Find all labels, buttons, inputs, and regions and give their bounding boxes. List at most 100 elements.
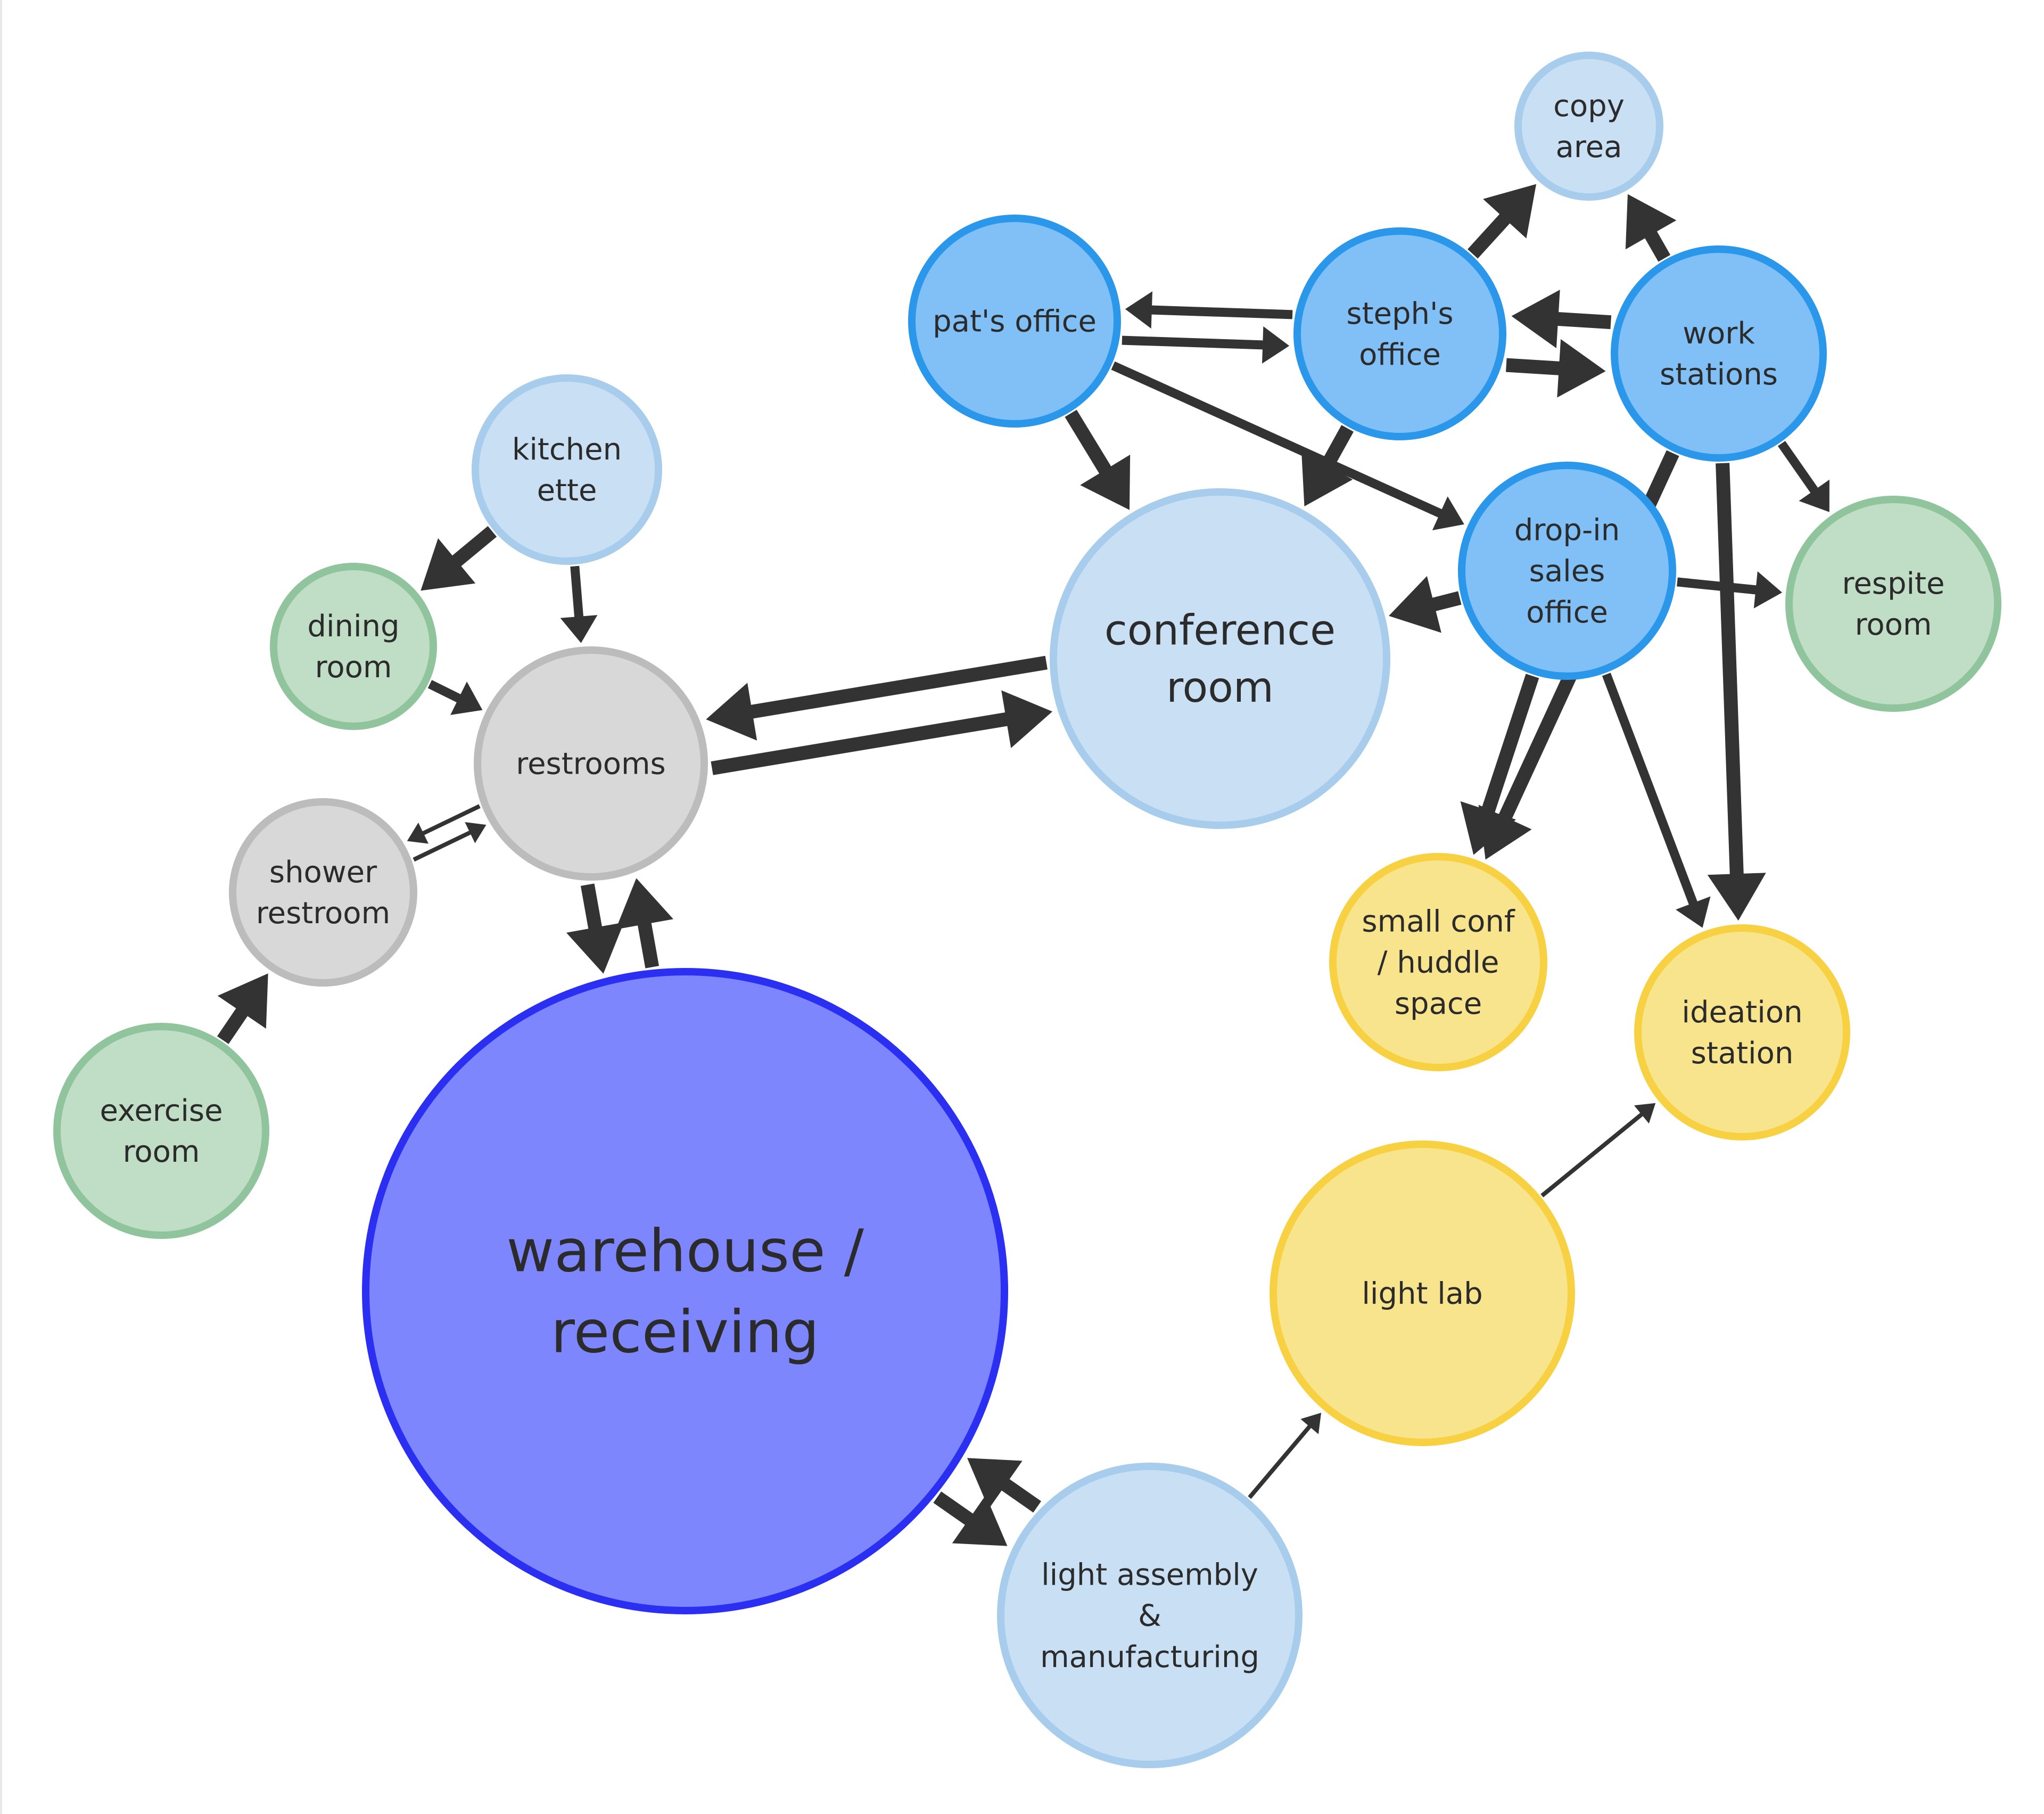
edge-shower-restroom-to-restrooms: [413, 822, 487, 862]
node-circle[interactable]: [270, 563, 437, 730]
node-circle[interactable]: [1514, 52, 1663, 201]
arrowhead: [1262, 326, 1290, 364]
node-light-assembly-manufacturing[interactable]: light assembly&manufacturing: [997, 1463, 1303, 1768]
arrowhead: [560, 615, 598, 643]
node-circle[interactable]: [1270, 1140, 1575, 1446]
node-circle[interactable]: [362, 968, 1008, 1614]
edges: [217, 184, 1829, 1546]
node-label: light lab: [1362, 1277, 1482, 1311]
edge-light-lab-to-ideation-station: [1540, 1103, 1656, 1197]
edge-restrooms-to-warehouse-receiving: [566, 883, 624, 974]
node-label: conference: [1105, 606, 1336, 654]
arrowhead: [952, 1495, 1008, 1546]
edge-line: [1320, 425, 1354, 471]
arrowhead: [967, 1458, 1023, 1509]
arrowhead: [1676, 896, 1711, 928]
node-pats-office[interactable]: pat's office: [908, 215, 1121, 428]
node-label: / huddle: [1378, 946, 1499, 980]
node-label: room: [123, 1135, 200, 1169]
edge-work-stations-to-respite-room: [1777, 441, 1829, 512]
edge-work-stations-to-ideation-station: [1707, 463, 1766, 921]
arrowhead: [1625, 194, 1677, 250]
node-circle[interactable]: [472, 374, 662, 565]
edge-line: [1000, 1478, 1042, 1513]
node-circle[interactable]: [229, 798, 417, 987]
node-label: manufacturing: [1040, 1640, 1259, 1675]
node-label: room: [1166, 664, 1274, 712]
node-label: ideation: [1682, 995, 1802, 1030]
edge-warehouse-receiving-to-light-assembly-manufacturing: [933, 1491, 1008, 1546]
node-circle[interactable]: [1329, 853, 1547, 1071]
edge-kitchenette-to-dining-room: [421, 526, 497, 591]
node-circle[interactable]: [1785, 496, 2001, 712]
node-label: copy: [1553, 89, 1625, 124]
edge-exercise-room-to-shower-restroom: [217, 973, 268, 1044]
node-circle[interactable]: [1458, 462, 1676, 680]
node-restrooms[interactable]: restrooms: [474, 646, 708, 881]
arrowhead: [1460, 801, 1516, 855]
edge-warehouse-receiving-to-restrooms: [615, 878, 674, 968]
node-circle[interactable]: [1634, 924, 1850, 1140]
node-circle[interactable]: [1050, 488, 1390, 829]
edge-line: [1248, 1423, 1313, 1499]
edge-line: [1122, 335, 1265, 350]
node-circle[interactable]: [1293, 227, 1506, 440]
edge-line: [637, 921, 660, 968]
edge-kitchenette-to-restrooms: [560, 565, 598, 643]
edge-line: [933, 1491, 975, 1526]
arrowhead: [1557, 339, 1606, 398]
node-label: work: [1683, 316, 1755, 351]
arrowhead: [706, 683, 757, 741]
edge-line: [413, 830, 473, 862]
edge-stephs-office-to-pats-office: [1125, 291, 1293, 329]
edge-line: [421, 804, 481, 836]
edge-dining-room-to-restrooms: [427, 680, 483, 715]
node-conference-room[interactable]: conference room: [1050, 488, 1390, 829]
node-shower-restroom[interactable]: shower restroom: [229, 798, 417, 987]
edge-drop-in-sales-office-to-conference-room: [1389, 576, 1462, 633]
edge-line: [580, 883, 603, 931]
node-label: steph's: [1346, 297, 1453, 331]
arrowhead: [1707, 873, 1766, 921]
arrowhead: [1483, 184, 1537, 239]
node-circle[interactable]: [908, 215, 1121, 428]
node-circle[interactable]: [474, 646, 708, 881]
node-label: pat's office: [933, 305, 1097, 339]
arrowhead: [1432, 496, 1464, 531]
edge-line: [1481, 674, 1539, 815]
edge-line: [1644, 229, 1671, 262]
edge-line: [1149, 305, 1293, 319]
node-circle[interactable]: [997, 1463, 1303, 1768]
node-label: space: [1395, 987, 1482, 1021]
edge-drop-in-sales-office-to-respite-room: [1677, 571, 1783, 609]
edge-pats-office-to-stephs-office: [1122, 326, 1290, 364]
edge-stephs-office-to-conference-room: [1301, 425, 1354, 506]
node-label: area: [1556, 130, 1622, 165]
edge-line: [1468, 212, 1512, 259]
arrowhead: [1125, 291, 1152, 329]
edge-light-assembly-manufacturing-to-warehouse-receiving: [967, 1458, 1042, 1513]
node-warehouse-receiving[interactable]: warehouse /receiving: [362, 968, 1008, 1614]
node-label: respite: [1842, 567, 1945, 601]
node-copy-area[interactable]: copy area: [1514, 52, 1663, 201]
node-circle[interactable]: [53, 1023, 269, 1239]
node-label: shower: [269, 855, 377, 890]
edge-restrooms-to-conference-room: [711, 690, 1053, 775]
node-label: office: [1526, 595, 1608, 630]
node-light-lab[interactable]: light lab: [1270, 1140, 1575, 1446]
node-label: restroom: [256, 896, 390, 931]
edge-line: [570, 565, 584, 619]
node-circle[interactable]: [1611, 245, 1827, 462]
arrowhead: [1300, 1413, 1322, 1434]
arrowhead: [615, 878, 674, 930]
